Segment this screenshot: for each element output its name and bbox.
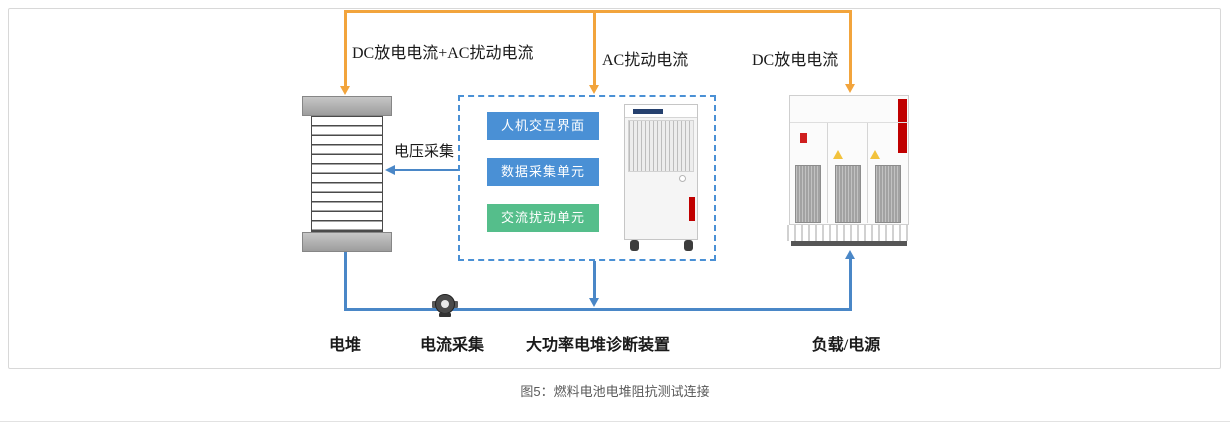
load-cabinet-image — [787, 95, 911, 247]
warning-label-icon — [870, 150, 880, 159]
cabinet-wheel — [630, 240, 639, 251]
voltage-acquisition-line — [395, 169, 458, 171]
diagnostic-cabinet-image — [624, 104, 698, 240]
bus-load-up-line — [849, 259, 852, 311]
diagnostic-device-boundary — [458, 95, 716, 261]
label-ac-perturbation-current: AC扰动电流 — [602, 52, 689, 69]
arrow-down-to-bus-icon — [589, 298, 599, 307]
flow-line-to-load — [849, 10, 852, 84]
unit-data-acquisition: 数据采集单元 — [487, 158, 599, 186]
label-dc-discharge-current: DC放电电流 — [752, 52, 839, 69]
cabinet-knob — [679, 175, 686, 182]
load-panel-divider — [790, 122, 908, 123]
flow-line-to-stack — [344, 10, 347, 86]
cabinet-logo — [633, 109, 663, 114]
cabinet-header-strip — [625, 105, 697, 118]
flow-line-top-bus — [344, 10, 852, 13]
load-vent-grille — [835, 165, 861, 223]
load-door-divider — [867, 123, 868, 223]
label-dc-plus-ac-current: DC放电电流+AC扰动电流 — [352, 45, 534, 62]
load-vent-grille — [875, 165, 901, 223]
unit-ac-perturbation: 交流扰动单元 — [487, 204, 599, 232]
cabinet-heatsink-fins — [628, 120, 694, 172]
arrow-down-to-stack-icon — [340, 86, 350, 95]
arrow-down-to-diagnostic-icon — [589, 85, 599, 94]
load-brand-strip — [898, 99, 907, 153]
warning-label-icon — [833, 150, 843, 159]
stack-top-cap — [302, 96, 392, 116]
unit-hmi: 人机交互界面 — [487, 112, 599, 140]
label-diagnostic-device: 大功率电堆诊断装置 — [525, 337, 670, 354]
stack-bottom-cap — [302, 232, 392, 252]
label-stack: 电堆 — [328, 337, 361, 354]
bus-bottom-line — [344, 308, 852, 311]
label-voltage-acquisition: 电压采集 — [393, 144, 454, 160]
current-sensor-icon — [430, 291, 460, 321]
load-cabinet-foot — [791, 241, 907, 246]
figure-caption: 图5：燃料电池电堆阻抗测试连接 — [520, 384, 710, 399]
label-current-acquisition: 电流采集 — [419, 337, 484, 354]
flow-line-to-diagnostic — [593, 10, 596, 85]
bus-stack-down-line — [344, 252, 347, 311]
load-vent-grille — [795, 165, 821, 223]
arrow-down-to-load-icon — [845, 84, 855, 93]
bus-diagnostic-stub-line — [593, 261, 596, 299]
cabinet-wheel — [684, 240, 693, 251]
page-divider — [0, 421, 1230, 422]
load-cabinet-base — [787, 225, 911, 241]
arrow-left-to-stack-icon — [385, 165, 395, 175]
stack-cells — [311, 116, 383, 232]
arrow-up-to-load-icon — [845, 250, 855, 259]
load-red-indicator — [800, 133, 807, 143]
cabinet-red-label — [689, 197, 695, 221]
label-load-power: 负载/电源 — [811, 337, 881, 354]
load-door-divider — [827, 123, 828, 223]
